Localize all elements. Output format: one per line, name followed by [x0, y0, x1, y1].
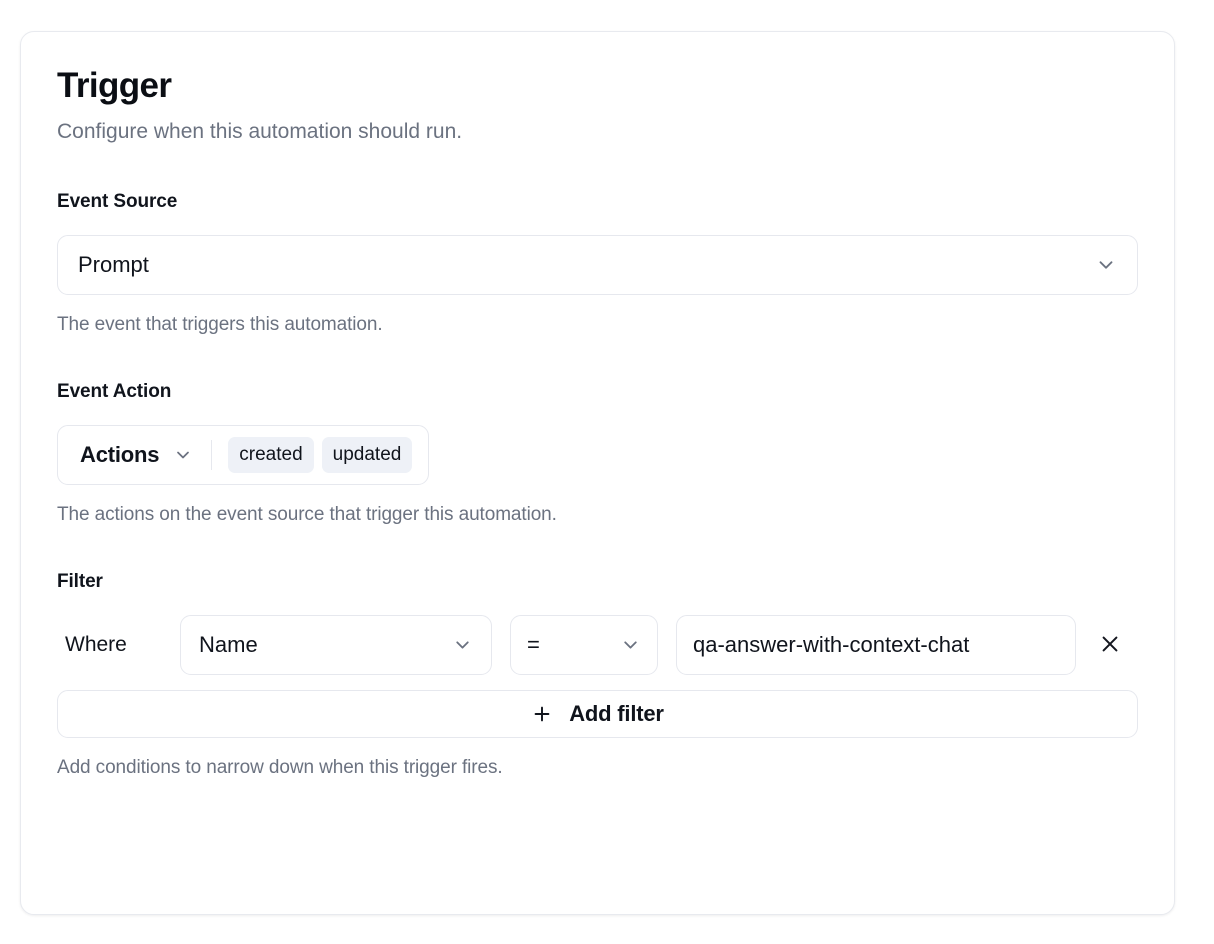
- page-subtitle: Configure when this automation should ru…: [57, 120, 463, 144]
- filter-value-input[interactable]: qa-answer-with-context-chat: [676, 615, 1076, 676]
- remove-filter-button[interactable]: [1088, 623, 1132, 667]
- event-action-label: Event Action: [57, 381, 172, 403]
- event-action-chip-updated[interactable]: updated: [321, 437, 413, 474]
- chevron-down-icon: [1095, 254, 1117, 276]
- filter-help: Add conditions to narrow down when this …: [57, 757, 503, 779]
- event-action-combo-label: Actions: [80, 442, 160, 468]
- filter-operator-value: =: [527, 632, 540, 658]
- plus-icon: [531, 703, 553, 725]
- event-action-chip-created[interactable]: created: [228, 437, 314, 474]
- chevron-down-icon: [452, 635, 473, 656]
- close-icon: [1099, 633, 1121, 658]
- filter-row: Where Name =: [57, 615, 1138, 676]
- event-source-block: Event Source Prompt The event that trigg…: [57, 144, 1138, 336]
- add-filter-label: Add filter: [569, 701, 664, 727]
- filter-field-value: Name: [199, 632, 258, 658]
- filter-where-label: Where: [65, 633, 127, 657]
- event-source-value: Prompt: [78, 252, 149, 278]
- event-source-label: Event Source: [57, 191, 178, 213]
- add-filter-button[interactable]: Add filter: [57, 690, 1138, 739]
- filter-block: Filter Where Name =: [57, 526, 1138, 779]
- event-action-help: The actions on the event source that tri…: [57, 504, 557, 526]
- chevron-down-icon[interactable]: [173, 445, 193, 465]
- event-action-combo[interactable]: Actions created updated: [57, 425, 430, 486]
- event-source-help: The event that triggers this automation.: [57, 314, 383, 336]
- event-action-block: Event Action Actions created updated The…: [57, 336, 1138, 526]
- page-title: Trigger: [57, 66, 172, 105]
- event-source-select[interactable]: Prompt: [57, 235, 1138, 296]
- chevron-down-icon: [620, 635, 641, 656]
- filter-value-text: qa-answer-with-context-chat: [693, 632, 970, 658]
- filter-operator-select[interactable]: =: [510, 615, 658, 676]
- combo-divider: [211, 440, 213, 471]
- filter-field-select[interactable]: Name: [180, 615, 492, 676]
- filter-label: Filter: [57, 571, 103, 593]
- trigger-card: Trigger Configure when this automation s…: [20, 31, 1175, 915]
